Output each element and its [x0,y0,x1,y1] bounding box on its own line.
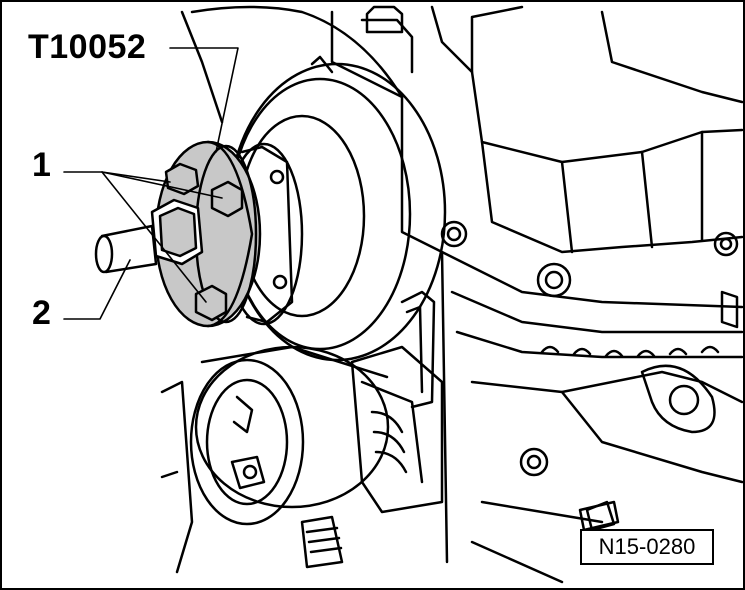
part-2-label: 2 [32,294,51,332]
mounting-bracket [300,290,616,569]
leader-lines [63,47,239,320]
block-bolts [440,220,739,532]
figure-code-box: N15-0280 [580,529,714,565]
leader-tool [169,47,239,153]
leader-2 [63,259,131,320]
tensioner-pulley [160,345,390,574]
leader-1a [63,171,171,183]
tool-bolts [164,162,244,322]
drive-adapter [94,198,204,274]
leader-1b [101,171,223,199]
engine-block [330,5,743,584]
part-1-label: 1 [32,146,51,184]
tool-label: T10052 [28,28,147,66]
leader-1c [101,171,207,303]
